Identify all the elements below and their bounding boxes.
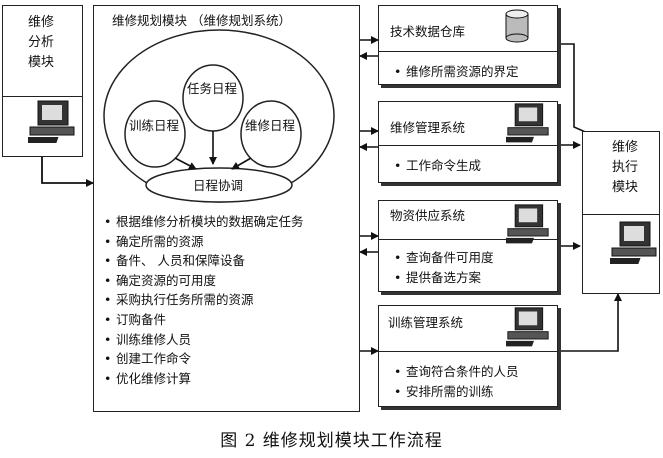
material-supply-items: 查询备件可用度 提供备选方案 xyxy=(394,248,494,287)
bullet-item: 确定资源的可用度 xyxy=(104,271,304,291)
schedule-diagram xyxy=(103,29,335,203)
bullet-item: 备件、 人员和保障设备 xyxy=(104,251,304,271)
bullet-item: 安排所需的训练 xyxy=(394,382,519,402)
ellipse-maintenance-schedule: 维修日程 xyxy=(245,118,296,133)
divider xyxy=(3,96,82,97)
computer-icon xyxy=(610,221,657,264)
divider xyxy=(379,145,557,146)
execution-module-line-2: 执行 xyxy=(612,160,639,175)
bullet-item: 采购执行任务所需的资源 xyxy=(104,290,304,310)
arrow-tech-data-to-exec xyxy=(558,43,609,143)
execution-module-line-3: 模块 xyxy=(612,180,639,195)
divider xyxy=(379,239,557,240)
material-supply-title: 物资供应系统 xyxy=(390,208,466,223)
divider xyxy=(379,351,557,352)
bullet-item: 优化维修计算 xyxy=(104,369,304,389)
execution-module-line-1: 维修 xyxy=(612,140,639,155)
analysis-module-line-3: 模块 xyxy=(28,55,55,70)
tech-data-warehouse-items: 维修所需资源的界定 xyxy=(394,62,519,82)
planning-bullet-list: 根据维修分析模块的数据确定任务 确定所需的资源 备件、 人员和保障设备 确定资源… xyxy=(104,212,304,388)
arrow-training-to-exec xyxy=(558,293,622,352)
divider xyxy=(583,214,659,215)
training-management-items: 查询符合条件的人员 安排所需的训练 xyxy=(394,362,519,401)
ellipse-training-schedule: 训练日程 xyxy=(129,118,180,133)
bullet-item: 训练维修人员 xyxy=(104,330,304,350)
bullet-item: 根据维修分析模块的数据确定任务 xyxy=(104,212,304,232)
analysis-module-line-1: 维修 xyxy=(28,15,55,30)
training-management-title: 训练管理系统 xyxy=(388,315,464,330)
execution-module-box xyxy=(582,131,660,294)
bullet-item: 提供备选方案 xyxy=(394,268,494,288)
bullet-item: 查询备件可用度 xyxy=(394,248,494,268)
divider xyxy=(379,51,557,52)
tech-data-warehouse-title: 技术数据仓库 xyxy=(390,24,466,39)
maintenance-management-title: 维修管理系统 xyxy=(390,120,466,135)
database-icon xyxy=(505,9,529,43)
analysis-module-line-2: 分析 xyxy=(28,35,55,50)
bullet-item: 查询符合条件的人员 xyxy=(394,362,519,382)
bullet-item: 订购备件 xyxy=(104,310,304,330)
planning-module-title: 维修规划模块 （维修规划系统） xyxy=(112,13,291,28)
computer-icon xyxy=(28,100,75,143)
bullet-item: 工作命令生成 xyxy=(394,156,481,176)
bullet-item: 确定所需的资源 xyxy=(104,232,304,252)
computer-icon xyxy=(506,307,549,347)
arrow-analysis-to-planning xyxy=(41,157,94,187)
ellipse-schedule-coordination: 日程协调 xyxy=(193,178,244,193)
maintenance-management-items: 工作命令生成 xyxy=(394,156,481,176)
figure-caption: 图 2 维修规划模块工作流程 xyxy=(220,431,443,451)
ellipse-task-schedule: 任务日程 xyxy=(187,81,238,96)
computer-icon xyxy=(506,103,549,143)
bullet-item: 维修所需资源的界定 xyxy=(394,62,519,82)
bullet-item: 创建工作命令 xyxy=(104,349,304,369)
computer-icon xyxy=(506,204,549,244)
